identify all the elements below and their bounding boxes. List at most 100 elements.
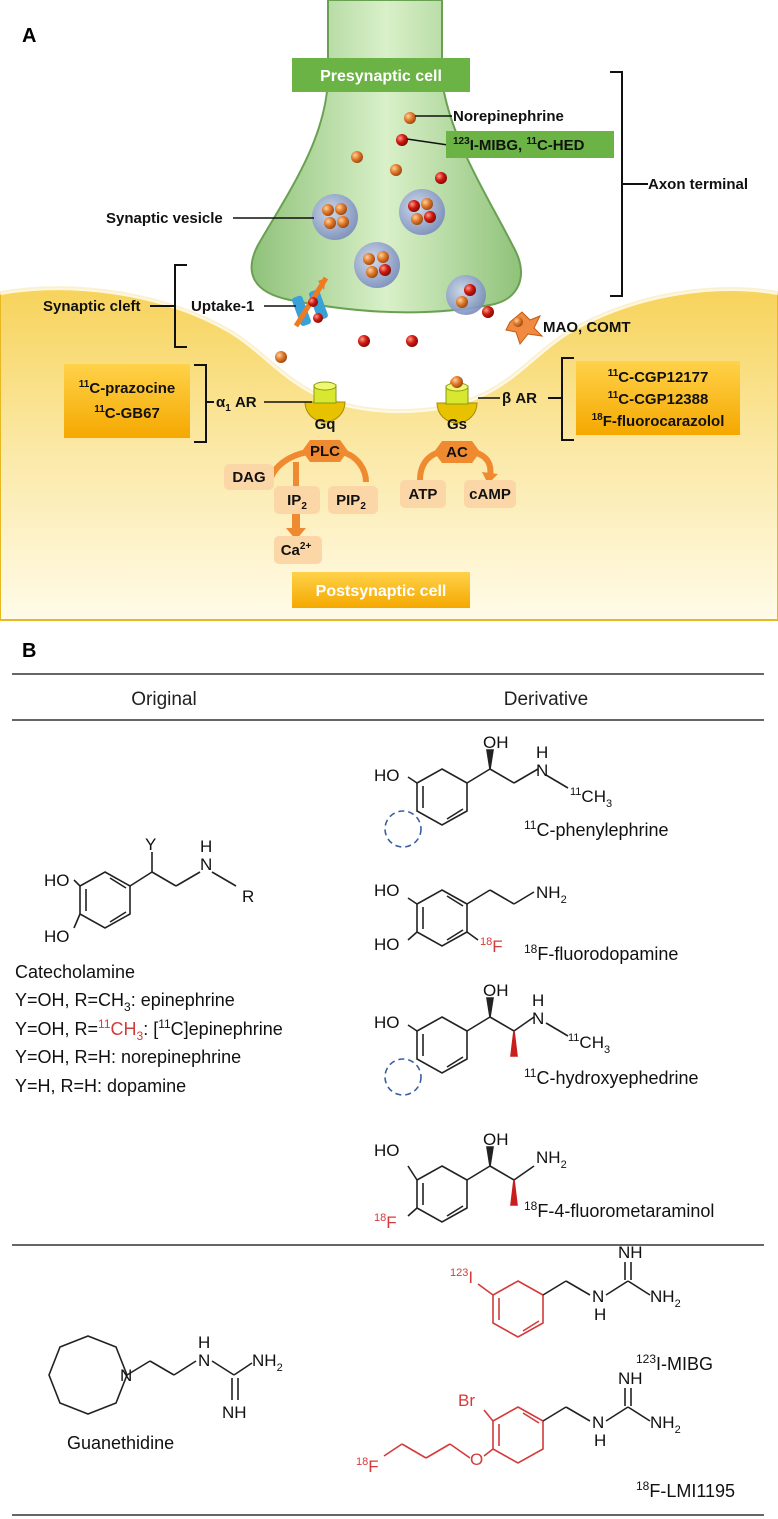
pip2-node: PIP2	[328, 486, 378, 514]
svg-text:H: H	[594, 1305, 606, 1324]
svg-text:11C-CGP12177: 11C-CGP12177	[608, 368, 709, 386]
svg-text:HO: HO	[374, 766, 400, 785]
svg-text:18F-fluorocarazolol: 18F-fluorocarazolol	[592, 412, 725, 430]
svg-text:PLC: PLC	[310, 443, 340, 460]
svg-text:O: O	[470, 1450, 483, 1469]
svg-text:18F: 18F	[374, 1212, 397, 1232]
camp-node: cAMP	[464, 480, 516, 508]
svg-text:NH: NH	[618, 1369, 643, 1388]
phenylephrine-structure	[384, 749, 569, 848]
mibg-label: 123I-MIBG	[636, 1352, 713, 1374]
svg-text:11CH3: 11CH3	[570, 786, 612, 810]
svg-text:N: N	[532, 1009, 544, 1028]
phenylephrine-label: 11C-phenylephrine	[524, 818, 669, 840]
col-derivative-header: Derivative	[504, 689, 588, 710]
svg-text:N: N	[536, 761, 548, 780]
panel-b-label: B	[22, 640, 36, 662]
synaptic-vesicle	[399, 189, 445, 235]
svg-text:123I-MIBG, 11C-HED: 123I-MIBG, 11C-HED	[453, 136, 585, 154]
catecholamine-name: Catecholamine	[15, 962, 135, 982]
svg-text:H: H	[200, 837, 212, 856]
svg-text:R: R	[242, 887, 254, 906]
catecholamine-line-2: Y=OH, R=11CH3: [11C]epinephrine	[15, 1017, 283, 1043]
ac-node: AC	[434, 441, 480, 463]
svg-text:11C-prazocine: 11C-prazocine	[79, 379, 175, 397]
svg-text:NH: NH	[618, 1243, 643, 1262]
panel-a-label: A	[22, 25, 36, 47]
mao-enzyme-icon	[505, 311, 544, 346]
svg-text:NH2: NH2	[536, 1148, 567, 1171]
uptake-1-label: Uptake-1	[191, 298, 254, 315]
alpha-tracer-box: 11C-prazocine 11C-GB67	[64, 364, 190, 438]
catecholamine-line-3: Y=OH, R=H: norepinephrine	[15, 1047, 241, 1067]
alpha-receptor-icon	[304, 381, 346, 423]
svg-text:18F: 18F	[356, 1456, 379, 1476]
svg-text:Y: Y	[145, 835, 156, 854]
svg-text:HO: HO	[374, 1141, 400, 1160]
beta-ar-label: β AR	[502, 390, 537, 407]
lmi1195-label: 18F-LMI1195	[636, 1479, 735, 1501]
svg-text:OH: OH	[483, 1130, 509, 1149]
svg-text:H: H	[532, 991, 544, 1010]
svg-text:NH: NH	[222, 1403, 247, 1422]
svg-text:PIP2: PIP2	[336, 492, 366, 512]
mao-label: MAO, COMT	[543, 319, 631, 336]
synaptic-vesicle	[446, 275, 486, 315]
catecholamine-line-4: Y=H, R=H: dopamine	[15, 1076, 186, 1096]
svg-text:NH2: NH2	[650, 1287, 681, 1310]
atp-node: ATP	[400, 480, 446, 508]
plc-node: PLC	[302, 440, 348, 462]
svg-text:N: N	[592, 1287, 604, 1306]
svg-text:18F: 18F	[480, 936, 503, 956]
svg-text:DAG: DAG	[232, 469, 265, 486]
postsynaptic-label: Postsynaptic cell	[292, 572, 470, 608]
svg-text:11CH3: 11CH3	[568, 1032, 610, 1056]
guanethidine-label: Guanethidine	[67, 1433, 174, 1453]
svg-text:123I: 123I	[450, 1267, 473, 1287]
svg-text:Postsynaptic cell: Postsynaptic cell	[316, 583, 447, 600]
presynaptic-label: Presynaptic cell	[292, 58, 470, 92]
axon-terminal-label: Axon terminal	[648, 176, 748, 193]
svg-text:N: N	[592, 1413, 604, 1432]
svg-text:H: H	[198, 1333, 210, 1352]
svg-text:ATP: ATP	[409, 486, 438, 503]
svg-text:H: H	[536, 743, 548, 762]
svg-text:HO: HO	[374, 1013, 400, 1032]
lmi1195-structure	[383, 1388, 651, 1464]
svg-text:N: N	[120, 1366, 132, 1385]
hydroxyephedrine-structure	[384, 997, 569, 1096]
svg-text:OH: OH	[483, 981, 509, 1000]
svg-text:11C-GB67: 11C-GB67	[94, 404, 160, 422]
hydroxyephedrine-label: 11C-hydroxyephedrine	[524, 1066, 699, 1088]
svg-text:cAMP: cAMP	[469, 486, 511, 503]
gq-label: Gq	[315, 416, 336, 433]
uptake-1-transporter	[292, 276, 329, 328]
svg-text:HO: HO	[374, 935, 400, 954]
fluorometaraminol-structure	[407, 1146, 535, 1223]
synaptic-cleft-label: Synaptic cleft	[43, 298, 141, 315]
cleft-shadow	[0, 284, 778, 414]
beta-tracer-box: 11C-CGP12177 11C-CGP12388 18F-fluorocara…	[576, 361, 740, 435]
ca-node: Ca2+	[274, 536, 322, 564]
svg-text:Br: Br	[458, 1391, 475, 1410]
svg-text:N: N	[200, 855, 212, 874]
svg-text:N: N	[198, 1351, 210, 1370]
svg-text:NH2: NH2	[252, 1351, 283, 1374]
norepinephrine-label: Norepinephrine	[453, 108, 564, 125]
gs-label: Gs	[447, 416, 467, 433]
svg-text:HO: HO	[44, 927, 70, 946]
guanethidine-structure	[48, 1335, 253, 1415]
svg-text:Presynaptic cell: Presynaptic cell	[320, 68, 442, 85]
fluorodopamine-label: 18F-fluorodopamine	[524, 942, 678, 964]
col-original-header: Original	[131, 689, 196, 710]
fluorometaraminol-label: 18F-4-fluorometaraminol	[524, 1199, 714, 1221]
synaptic-vesicle-label: Synaptic vesicle	[106, 210, 223, 227]
catecholamine-line-1: Y=OH, R=CH3: epinephrine	[15, 990, 235, 1014]
svg-text:HO: HO	[374, 881, 400, 900]
svg-text:NH2: NH2	[650, 1413, 681, 1436]
ip2-node: IP2	[274, 486, 320, 514]
svg-text:OH: OH	[483, 733, 509, 752]
beta-receptor-icon	[436, 376, 478, 424]
dag-node: DAG	[224, 464, 274, 490]
svg-text:AC: AC	[446, 444, 468, 461]
